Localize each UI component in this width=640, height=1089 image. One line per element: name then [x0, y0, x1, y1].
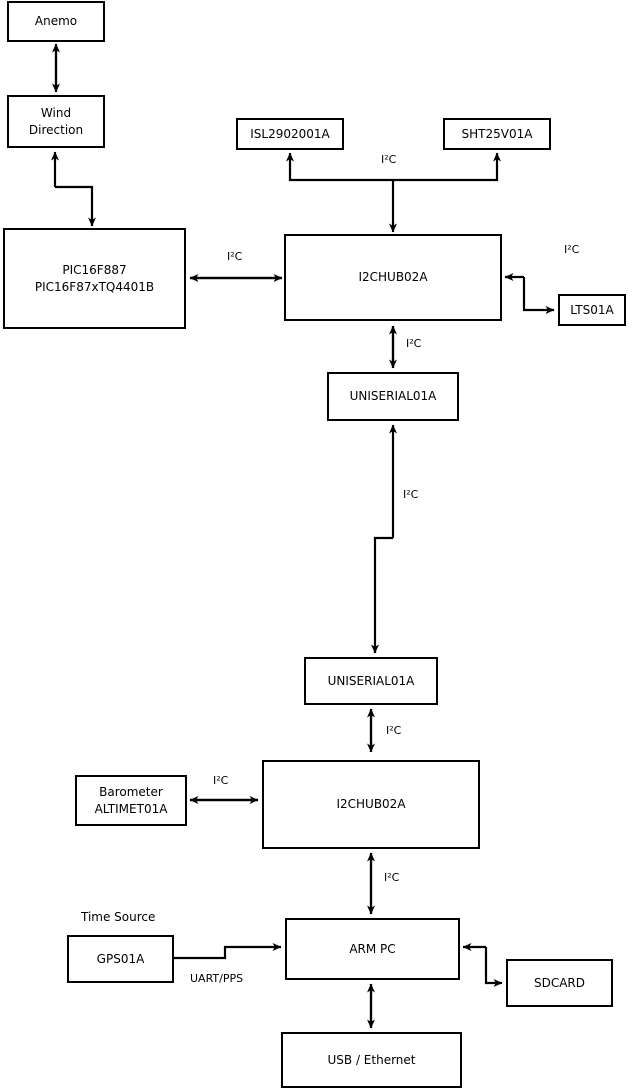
node-lts01a[interactable]: LTS01A — [558, 294, 626, 326]
node-anemo-label: Anemo — [34, 14, 78, 29]
edge-label-i2c-uniserial-hub-bottom: I²C — [386, 724, 402, 737]
node-wind-direction-label-2: Direction — [28, 122, 84, 137]
node-gps01a-label: GPS01A — [96, 951, 145, 966]
edge-label-i2c-pic-hub: I²C — [227, 250, 243, 263]
node-sht25v01a-label: SHT25V01A — [461, 126, 533, 141]
node-i2chub02a-bottom[interactable]: I2CHUB02A — [262, 760, 480, 849]
edge-armpc-sdcard — [462, 943, 503, 987]
node-i2chub02a-top[interactable]: I2CHUB02A — [284, 234, 502, 321]
edge-label-i2c-sensors-top: I²C — [381, 153, 397, 166]
edge-label-uart-pps: UART/PPS — [190, 972, 244, 985]
node-sht25v01a[interactable]: SHT25V01A — [443, 118, 551, 150]
node-lts01a-label: LTS01A — [570, 302, 614, 317]
node-arm-pc-label: ARM PC — [349, 941, 396, 956]
node-barometer-altimet01a[interactable]: Barometer ALTIMET01A — [75, 775, 187, 826]
node-wind-direction-label: Wind — [40, 106, 72, 121]
node-barometer-label: Barometer — [99, 785, 163, 800]
node-uniserial01a-top-label: UNISERIAL01A — [349, 389, 437, 404]
node-uniserial01a-top[interactable]: UNISERIAL01A — [327, 372, 459, 421]
node-pic16f887-label: PIC16F887 — [62, 263, 127, 278]
node-anemo[interactable]: Anemo — [7, 1, 105, 42]
node-usb-ethernet-label: USB / Ethernet — [327, 1052, 416, 1067]
edge-label-i2c-hub-lts: I²C — [564, 243, 580, 256]
node-wind-direction[interactable]: Wind Direction — [7, 95, 105, 148]
node-i2chub02a-bottom-label: I2CHUB02A — [336, 797, 406, 812]
edge-label-i2c-hub-armpc: I²C — [384, 871, 400, 884]
edge-wind-pic — [51, 151, 96, 227]
edge-label-i2c-uniserial-uniserial: I²C — [403, 488, 419, 501]
node-altimet01a-label: ALTIMET01A — [94, 801, 168, 816]
node-isl2902001a-label: ISL2902001A — [250, 126, 330, 141]
node-uniserial01a-bottom[interactable]: UNISERIAL01A — [304, 657, 438, 705]
node-gps01a[interactable]: GPS01A — [67, 935, 174, 983]
node-sdcard[interactable]: SDCARD — [506, 959, 613, 1007]
edge-gps-armpc — [173, 943, 282, 960]
node-arm-pc[interactable]: ARM PC — [285, 918, 460, 980]
node-isl2902001a[interactable]: ISL2902001A — [236, 118, 344, 150]
node-pic16f887[interactable]: PIC16F887 PIC16F87xTQ4401B — [3, 228, 186, 329]
edge-hub-top-lts — [504, 273, 555, 314]
edge-label-i2c-hub-uniserial: I²C — [406, 337, 422, 350]
node-usb-ethernet[interactable]: USB / Ethernet — [281, 1032, 462, 1088]
node-pic16f887-label-2: PIC16F87xTQ4401B — [34, 279, 155, 294]
label-time-source: Time Source — [81, 910, 156, 924]
node-sdcard-label: SDCARD — [533, 975, 586, 990]
edge-uniserial-uniserial — [371, 424, 397, 654]
edge-sensors-hub-top — [286, 152, 501, 233]
node-i2chub02a-top-label: I2CHUB02A — [358, 270, 428, 285]
edge-label-i2c-barometer-hub: I²C — [213, 774, 229, 787]
node-uniserial01a-bottom-label: UNISERIAL01A — [327, 673, 415, 688]
